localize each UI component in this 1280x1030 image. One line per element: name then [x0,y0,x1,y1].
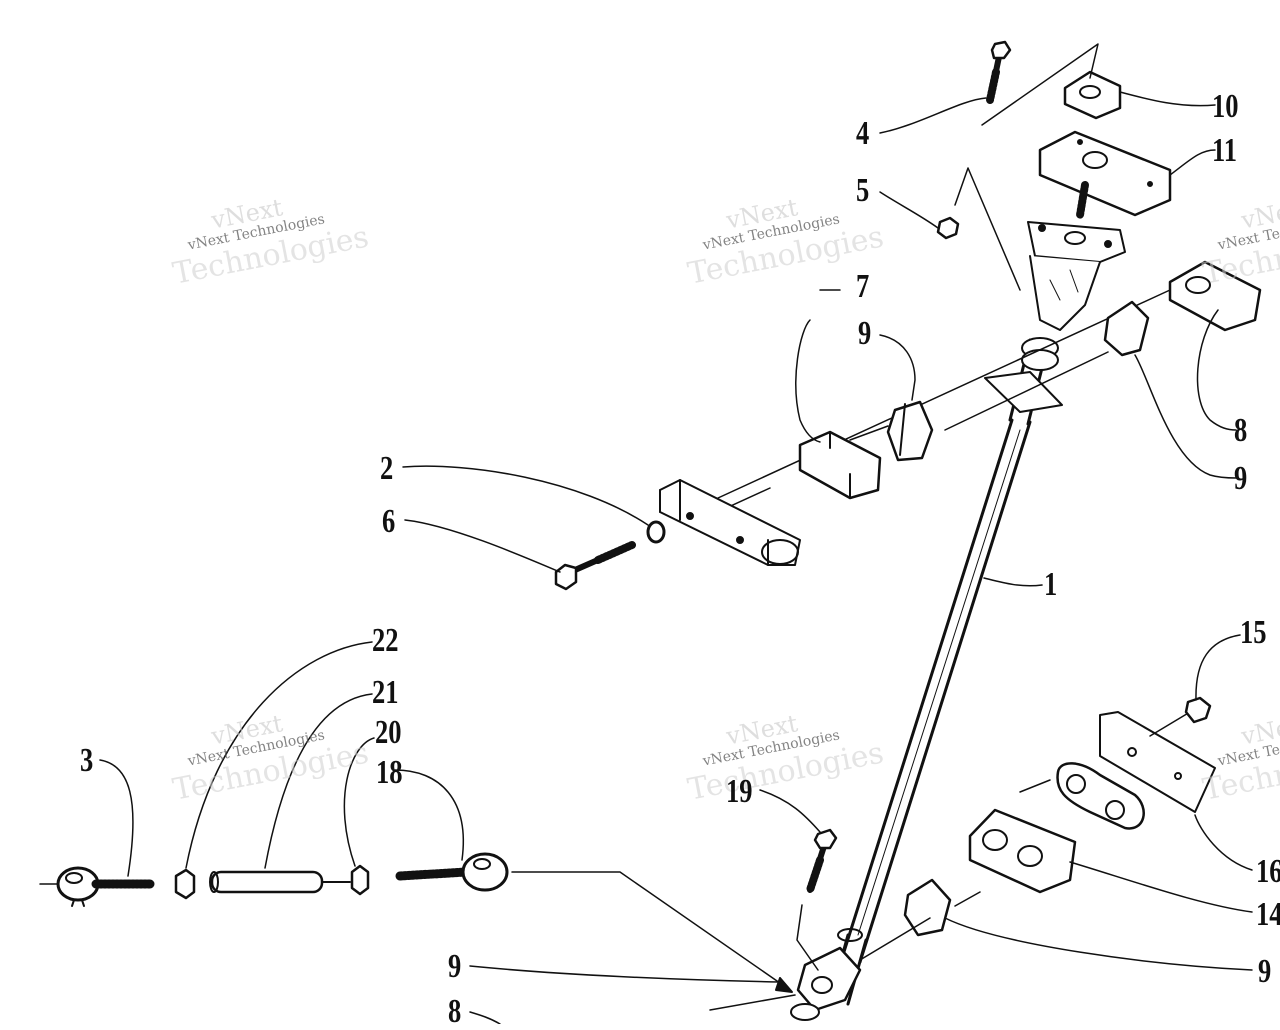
handlebar-block-14 [968,808,1077,894]
shaft-cover [659,479,801,566]
callout-4: 4 [856,115,870,152]
clamp-9-left [886,400,934,462]
callout-20: 20 [375,714,402,751]
gasket-plate [1056,762,1145,830]
handlebar-block-8 [1168,260,1262,332]
callout-10: 10 [1212,88,1239,125]
bolt-6 [554,541,636,591]
callout-8: 8 [1234,412,1248,449]
callout-5: 5 [856,172,870,209]
clamp-9-upper-right [1103,300,1150,357]
nut-15 [1184,696,1212,724]
callout-22: 22 [372,622,399,659]
callout-18: 18 [376,754,403,791]
callout-2: 2 [380,450,394,487]
leader-lines [99,91,1253,1024]
callout-1: 1 [1044,566,1058,603]
clamp-9-lower [903,878,952,937]
handlebar-block-7 [798,430,882,500]
pitman-arm [790,946,862,1021]
callout-11: 11 [1212,132,1238,169]
callout-16: 16 [1256,853,1280,890]
callout-6: 6 [382,503,396,540]
washer-2 [646,520,666,544]
bolt-19 [796,828,838,971]
nut-5 [936,167,1021,291]
callout-9: 9 [1234,460,1248,497]
tie-rod-assembly [39,852,796,1011]
callout-9: 9 [1258,953,1272,990]
callout-8: 8 [448,993,462,1030]
callout-9: 9 [448,948,462,985]
plate-16 [1099,711,1216,813]
bolt-4 [981,40,1099,126]
callout-21: 21 [372,674,399,711]
lower-clamp-11 [1038,130,1172,217]
lower-shaft [859,891,981,961]
steering-top-bracket [1027,221,1126,331]
clamp-stud [1076,181,1089,219]
handlebar-shaft [699,289,1171,521]
callout-19: 19 [726,773,753,810]
callout-15: 15 [1240,614,1267,651]
callout-3: 3 [80,742,94,779]
callout-14: 14 [1256,896,1280,933]
plate-axis [1019,711,1191,793]
callout-7: 7 [856,268,870,305]
callout-9: 9 [858,315,872,352]
upper-clamp-10 [1063,70,1122,120]
